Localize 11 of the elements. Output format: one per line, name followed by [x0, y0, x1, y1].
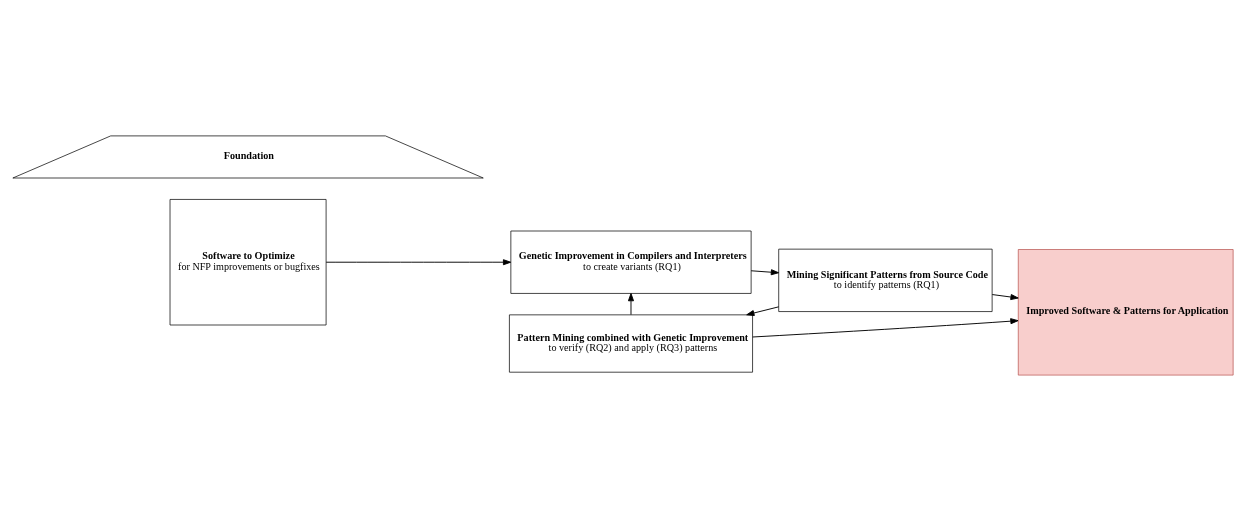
arrow [991, 293, 1019, 300]
node-box: Mining Significant Patterns from Source Code to identify patterns (RQ1) [778, 248, 993, 312]
arrow [750, 268, 780, 275]
arrow [325, 258, 512, 265]
arrow [627, 292, 634, 315]
node-box: Improved Software & Patterns for Application [1017, 248, 1234, 375]
node-box: Pattern Mining combined with Genetic Improvement to verify (RQ2) and apply (RQ3) patterns [509, 313, 753, 373]
arrow [752, 317, 1019, 337]
arrow [746, 305, 780, 316]
node-box: Genetic Improvement in Compilers and Interpreters to create variants (RQ1) [510, 230, 752, 294]
node-box: Software to Optimize for NFP improvements or bugfixes [169, 198, 327, 325]
